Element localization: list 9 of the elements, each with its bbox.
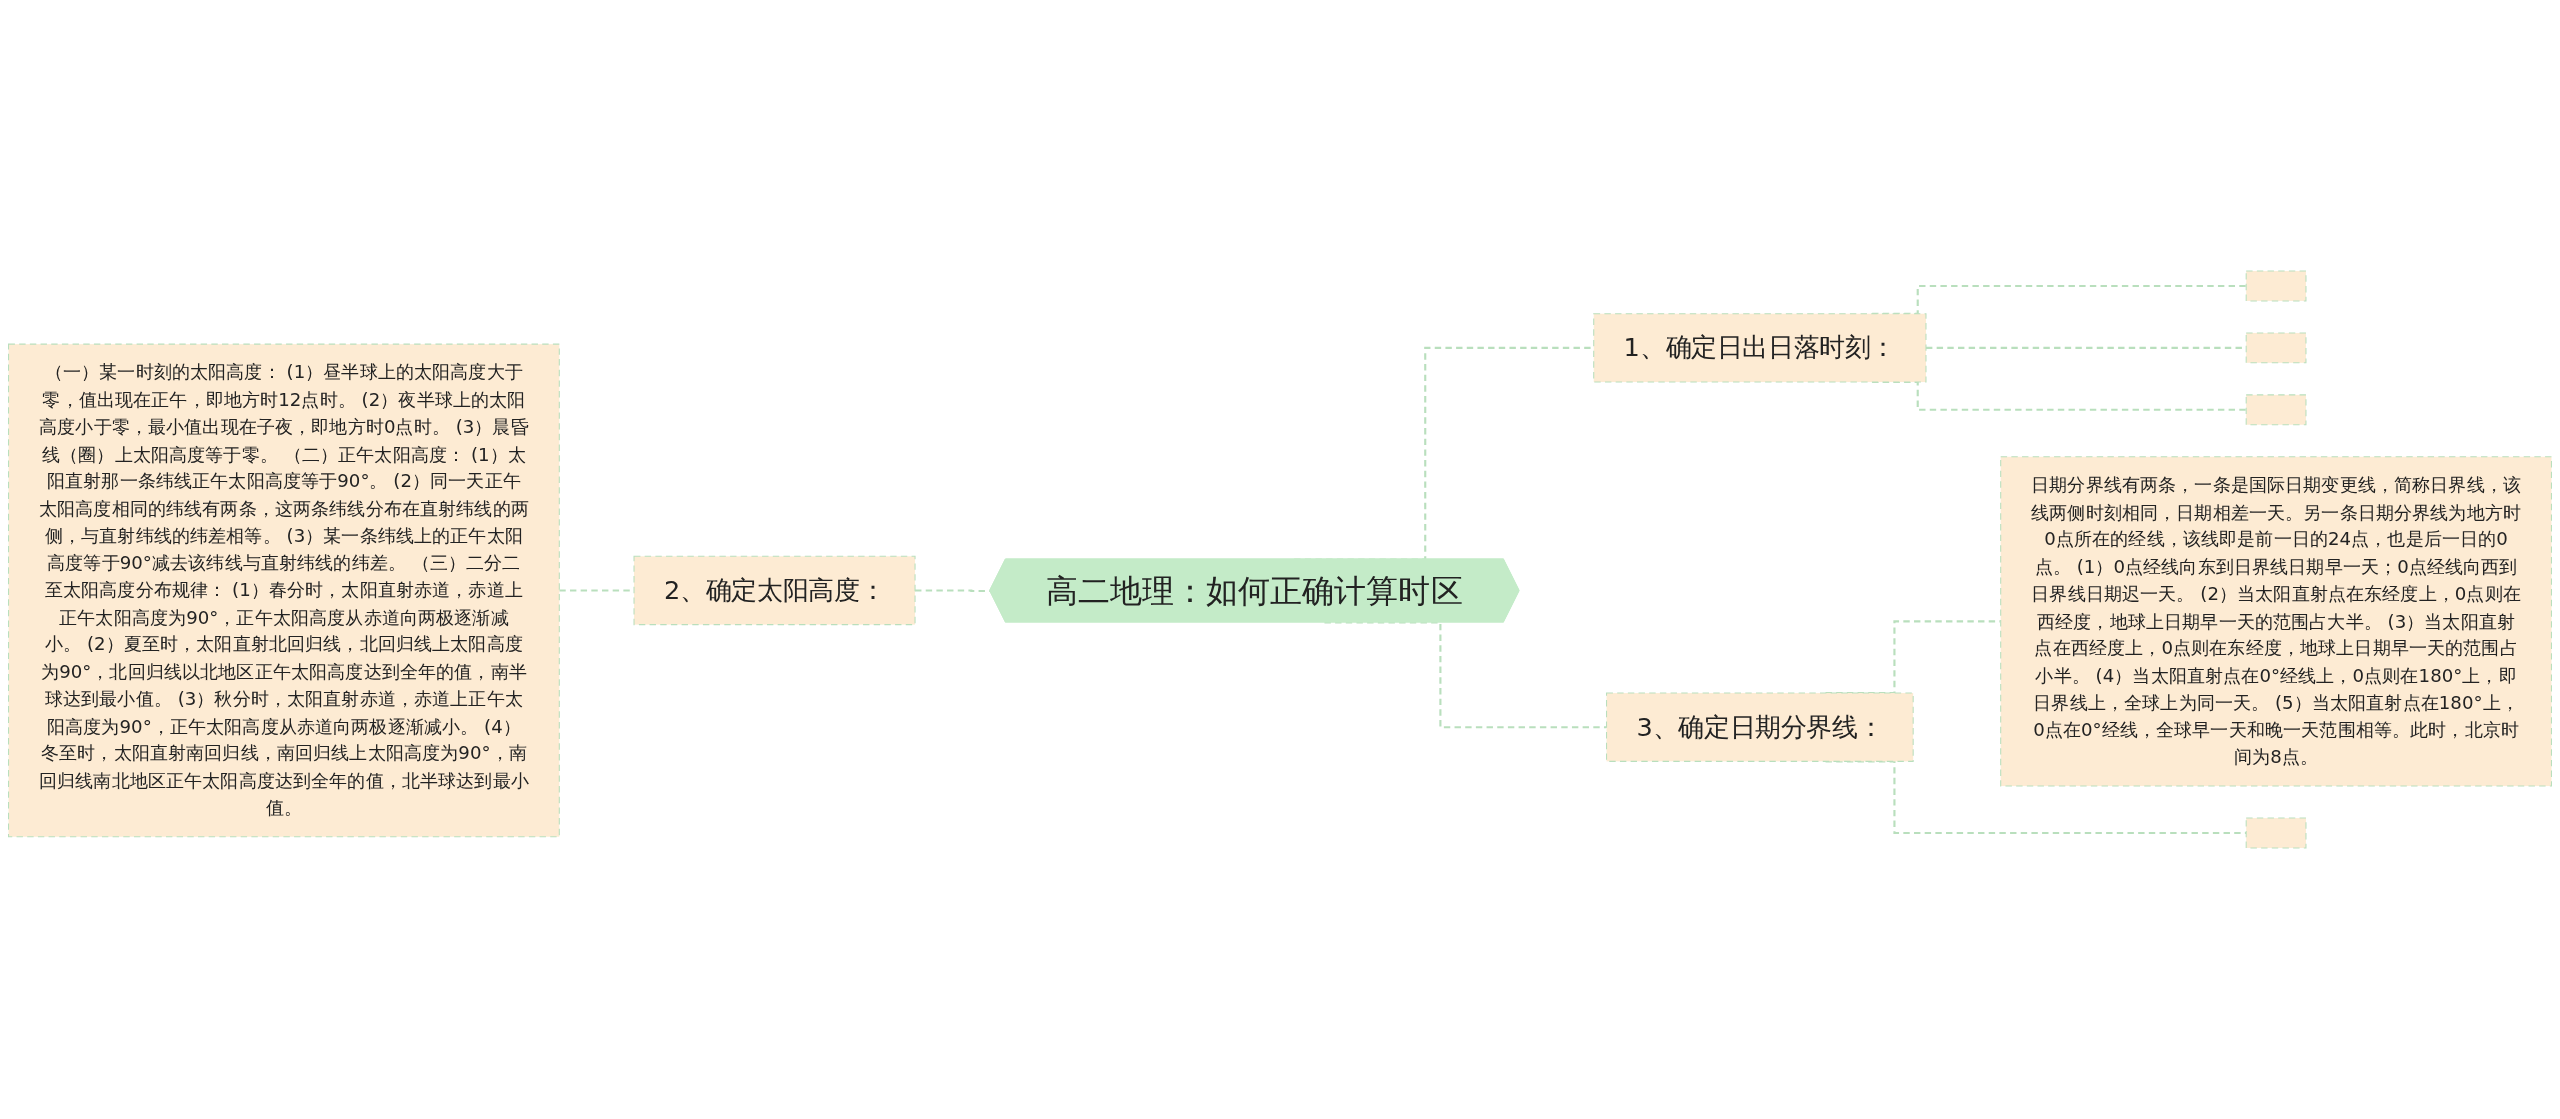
node-box — [2245, 270, 2307, 302]
node-box — [2245, 332, 2307, 364]
node-box — [2245, 394, 2307, 426]
node-box: 日期分界线有两条，一条是国际日期变更线，简称日界线，该线两侧时刻相同，日期相差一天。另一条日期分界线为地方时0点所在的经线，该线即是前一日的24点，也是后一日的0点。 (1）0点经线向东到日界线日期早一天；0点经线向西到日界线日期迟一天。 (2）当太阳直射点在东经度上，0点则在西经度，地球上日期早一天的范围占大半。 (3）当太阳直射点在西经度上，0点则在东经度，地球上日期早一天的范围占小半。 (4）当太阳直射点在0°经线上，0点则在180°上，即日界线上，全球上为同一天。 (5）当太阳直射点在180°上，0点在0°经线，全球早一天和晚一天范围相等。此时，北京时间为8点。 — [2000, 456, 2552, 787]
node-box: 2、确定太阳高度： — [633, 555, 916, 626]
node-box — [2245, 817, 2307, 849]
node-box: 1、确定日出日落时刻： — [1593, 313, 1927, 383]
node-box: 3、确定日期分界线： — [1606, 692, 1914, 762]
node-box: （一）某一时刻的太阳高度： (1）昼半球上的太阳高度大于零，值出现在正午，即地方时12点时。 (2）夜半球上的太阳高度小于零，最小值出现在子夜，即地方时0点时。 (3）晨昏线（圈）上太阳高度等于零。 （二）正午太阳高度： (1）太阳直射那一条纬线正午太阳高度等于90°。 (2）同一天正午太阳高度相同的纬线有两条，这两条纬线分布在直射纬线的两侧，与直射纬线的纬差相等。 (3）某一条纬线上的正午太阳高度等于90°减去该纬线与直射纬线的纬差。 （三）二分二至太阳高度分布规律： (1）春分时，太阳直射赤道，赤道上正午太阳高度为90°，正午太阳高度从赤道向两极逐渐减小。 (2）夏至时，太阳直射北回归线，北回归线上太阳高度为90°，北回归线以北地区正午太阳高度达到全年的值，南半球达到最小值。 (3）秋分时，太阳直射赤道，赤道上正午太阳高度为90°，正午太阳高度从赤道向两极逐渐减小。 (4）冬至时，太阳直射南回归线，南回归线上太阳高度为90°，南回归线南北地区正午太阳高度达到全年的值，北半球达到最小值。 — [8, 343, 560, 838]
